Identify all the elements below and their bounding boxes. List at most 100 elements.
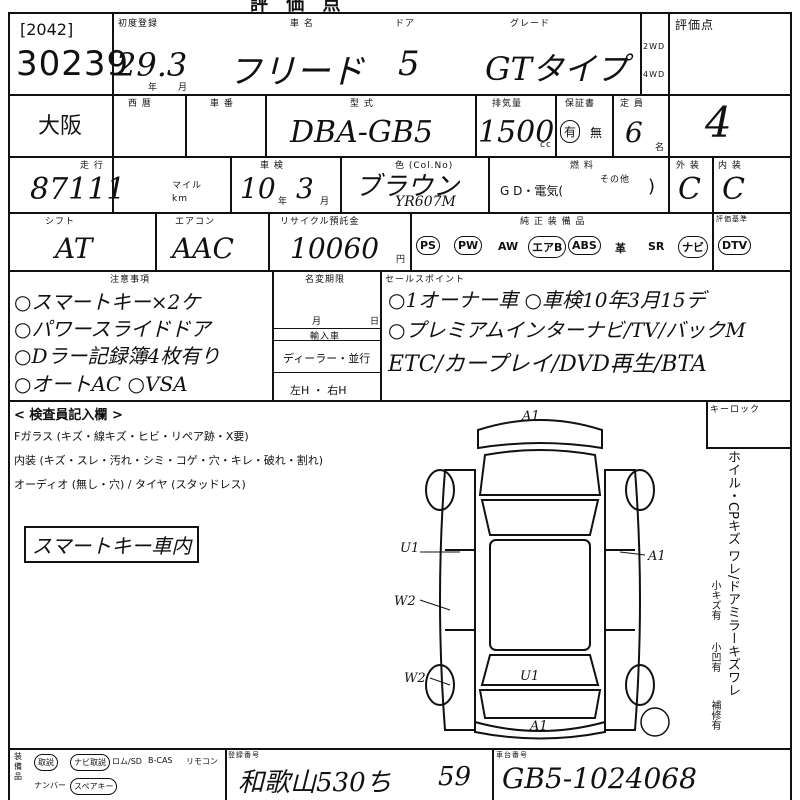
keylock-box-bottom	[706, 447, 790, 449]
displacement-value: 1500	[478, 115, 555, 150]
inspection-label: 車 検	[260, 161, 284, 171]
col-divider	[712, 156, 714, 270]
car-diagram: A1 U1 A1 W2 W2 U1 A1	[394, 409, 670, 740]
cell-divider	[272, 340, 380, 341]
col-divider	[488, 156, 490, 212]
car-no-label: 車 番	[210, 99, 234, 109]
score: 4	[705, 98, 732, 147]
recycle-label: リサイクル預託金	[280, 217, 360, 227]
recycle-unit: 円	[396, 255, 407, 265]
import-label: 輸入車	[310, 332, 341, 342]
caution-line-1: ○スマートキー×2ケ	[14, 290, 201, 314]
windshield	[480, 499, 600, 536]
model-code: DBA-GB5	[290, 115, 433, 150]
2wd-label: 2WD	[643, 42, 666, 51]
equip-dtv: DTV	[718, 236, 752, 255]
top-border	[8, 12, 792, 14]
inspection-month: 3	[296, 172, 314, 205]
grade-value: GTタイプ	[485, 50, 628, 88]
side-small-1: 小キズ有	[709, 580, 720, 620]
mileage-unit-2: km	[172, 194, 188, 204]
first-reg-month-unit: 月	[178, 83, 189, 93]
cell-divider	[272, 372, 380, 373]
interior-label: 内 装	[718, 161, 742, 171]
mark-rear-u1: U1	[520, 669, 539, 684]
transfer-label: 名変期限	[305, 275, 346, 285]
col-divider	[668, 12, 670, 212]
bcas-label: B-CAS	[148, 756, 173, 765]
mileage-value: 87111	[30, 172, 126, 207]
equip-leather: 革	[615, 242, 626, 255]
caution-line-4: ○オートAC ○VSA	[14, 372, 188, 396]
west-label: 西 暦	[128, 99, 152, 109]
color-code: YR607M	[395, 194, 456, 210]
col-divider	[492, 748, 494, 800]
model-name-label: 車 名	[290, 19, 314, 29]
dealer-label: ディーラー・並行	[283, 352, 371, 365]
displacement-label: 排気量	[492, 99, 523, 109]
col-divider	[612, 94, 614, 156]
remote-label: リモコン	[186, 757, 218, 766]
aircon-value: AAC	[172, 232, 234, 265]
circle-marker	[640, 707, 670, 737]
col-divider	[155, 212, 157, 270]
col-divider	[230, 156, 232, 212]
left-side	[439, 469, 476, 731]
fuel-other-label: その他	[600, 175, 631, 185]
model-type-label: 型 式	[350, 99, 374, 109]
col-divider	[272, 270, 274, 400]
col-divider	[340, 156, 342, 212]
col-divider	[410, 212, 412, 270]
footer-divider	[8, 748, 792, 750]
mileage-label: 走 行	[80, 161, 104, 171]
grade-label: グレード	[510, 19, 551, 29]
number-label: ナンバー	[34, 781, 66, 790]
roof	[489, 539, 591, 651]
caution-label: 注意事項	[110, 275, 151, 285]
inspection-month-unit: 月	[320, 197, 331, 207]
rear-window	[480, 654, 600, 686]
row3-divider	[8, 212, 792, 214]
mark-right-a1: A1	[647, 549, 666, 564]
fuel-options: G D・電気(	[500, 184, 564, 198]
mark-left-w2-rear: W2	[404, 671, 426, 686]
caution-line-2: ○パワースライドドア	[14, 317, 211, 341]
front-bumper	[477, 419, 603, 450]
col-divider	[185, 94, 187, 156]
mark-rear-a1: A1	[529, 719, 548, 734]
reg-no-label: 登録番号	[228, 751, 260, 759]
recycle-value: 10060	[290, 232, 380, 265]
interior-value: C	[722, 172, 745, 207]
transfer-day: 日	[370, 317, 381, 327]
inspection-year: 10	[240, 172, 276, 205]
right-side	[604, 469, 641, 731]
sales-line-1: ○1オーナー車 ○車検10年3月15デ	[388, 288, 706, 312]
col-divider	[225, 748, 227, 800]
equip-item-rom-sd: ロム/SD	[112, 757, 142, 766]
first-reg-year-unit: 年	[148, 83, 159, 93]
mark-left-w2: W2	[394, 594, 416, 609]
col-divider	[380, 270, 382, 400]
notes-divider	[8, 400, 792, 402]
equip-aw: AW	[498, 240, 519, 253]
capacity-unit: 名	[655, 143, 666, 153]
keylock-box-left	[706, 400, 708, 448]
left-border	[8, 12, 10, 800]
hood	[478, 449, 602, 496]
warranty-yes: 有	[560, 120, 581, 143]
sales-line-2: ○プレミアムインターナビ/TV/バックM	[388, 318, 746, 342]
equip-ps: PS	[416, 236, 440, 255]
sales-line-3: ETC/カープレイ/DVD再生/BTA	[388, 352, 707, 377]
equip-abs: ABS	[568, 236, 601, 255]
equipment-label: 純 正 装 備 品	[520, 217, 586, 227]
col-divider	[268, 212, 270, 270]
equip-item-navi-manual: ナビ取説	[70, 754, 110, 771]
row4-divider	[8, 270, 792, 272]
side-vertical-note: ホイル・CPキズ ワレ/ドアミラーキズワレ	[725, 450, 740, 697]
evaluation-stamp-label: 評価基準	[716, 215, 748, 223]
inspection-glass: Fガラス (キズ・線キズ・ヒビ・リペア跡・X要)	[14, 430, 249, 443]
capacity-value: 6	[625, 116, 643, 149]
mark-front-a1: A1	[521, 409, 540, 424]
plate: 和歌山530ち	[238, 768, 392, 798]
shift-value: AT	[55, 232, 93, 265]
